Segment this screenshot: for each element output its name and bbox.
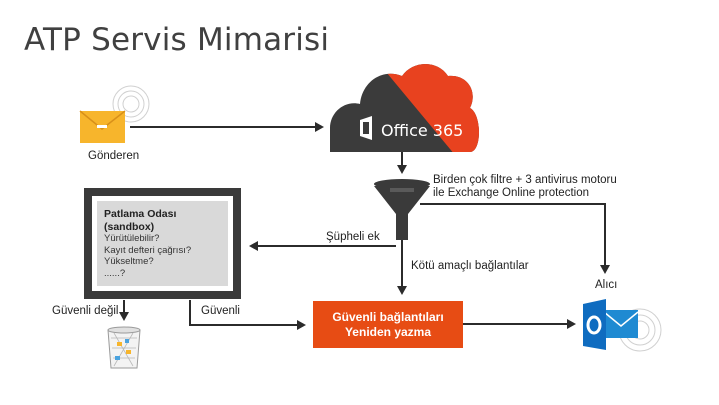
rewrite-line-2: Yeniden yazma bbox=[344, 324, 432, 339]
sandbox-item: ......? bbox=[104, 267, 126, 279]
sender-ripple bbox=[112, 85, 150, 123]
envelope-icon bbox=[79, 110, 126, 143]
sender-label: Gönderen bbox=[88, 150, 140, 162]
rewrite-links-box: Güvenli bağlantıları Yeniden yazma bbox=[313, 301, 463, 348]
safe-label: Güvenli bbox=[201, 305, 240, 317]
trash-can-icon bbox=[107, 326, 141, 369]
malicious-links-label: Kötü amaçlı bağlantılar bbox=[411, 260, 529, 272]
sandbox-item: Yürütülebilir? bbox=[104, 233, 160, 244]
sandbox-title: Patlama Odası (sandbox) bbox=[104, 208, 177, 233]
outlook-icon bbox=[583, 299, 639, 350]
arrow-sandbox-to-rewrite bbox=[189, 300, 306, 330]
funnel-icon bbox=[374, 179, 430, 240]
recipient-label: Alıcı bbox=[595, 279, 618, 291]
cloud-icon bbox=[330, 64, 479, 152]
sandbox-item: Kayıt defteri çağrısı? bbox=[104, 244, 192, 256]
office-365-label: Office 365 bbox=[381, 121, 464, 140]
sandbox-monitor bbox=[84, 188, 241, 299]
rewrite-line-1: Güvenli bağlantıları bbox=[332, 309, 444, 324]
filter-label: Birden çok filtre + 3 antivirus motoru i… bbox=[433, 174, 617, 199]
sandbox-content: Patlama Odası (sandbox) Yürütülebilir? K… bbox=[104, 208, 222, 279]
office-logo-icon bbox=[360, 116, 372, 140]
page-title: ATP Servis Mimarisi bbox=[24, 22, 330, 58]
sandbox-item: Yükseltme? bbox=[104, 256, 154, 267]
unsafe-label: Güvenli değil bbox=[52, 305, 119, 317]
arrow-filter-to-recipient bbox=[420, 203, 610, 274]
suspicious-label: Şüpheli ek bbox=[326, 231, 380, 243]
